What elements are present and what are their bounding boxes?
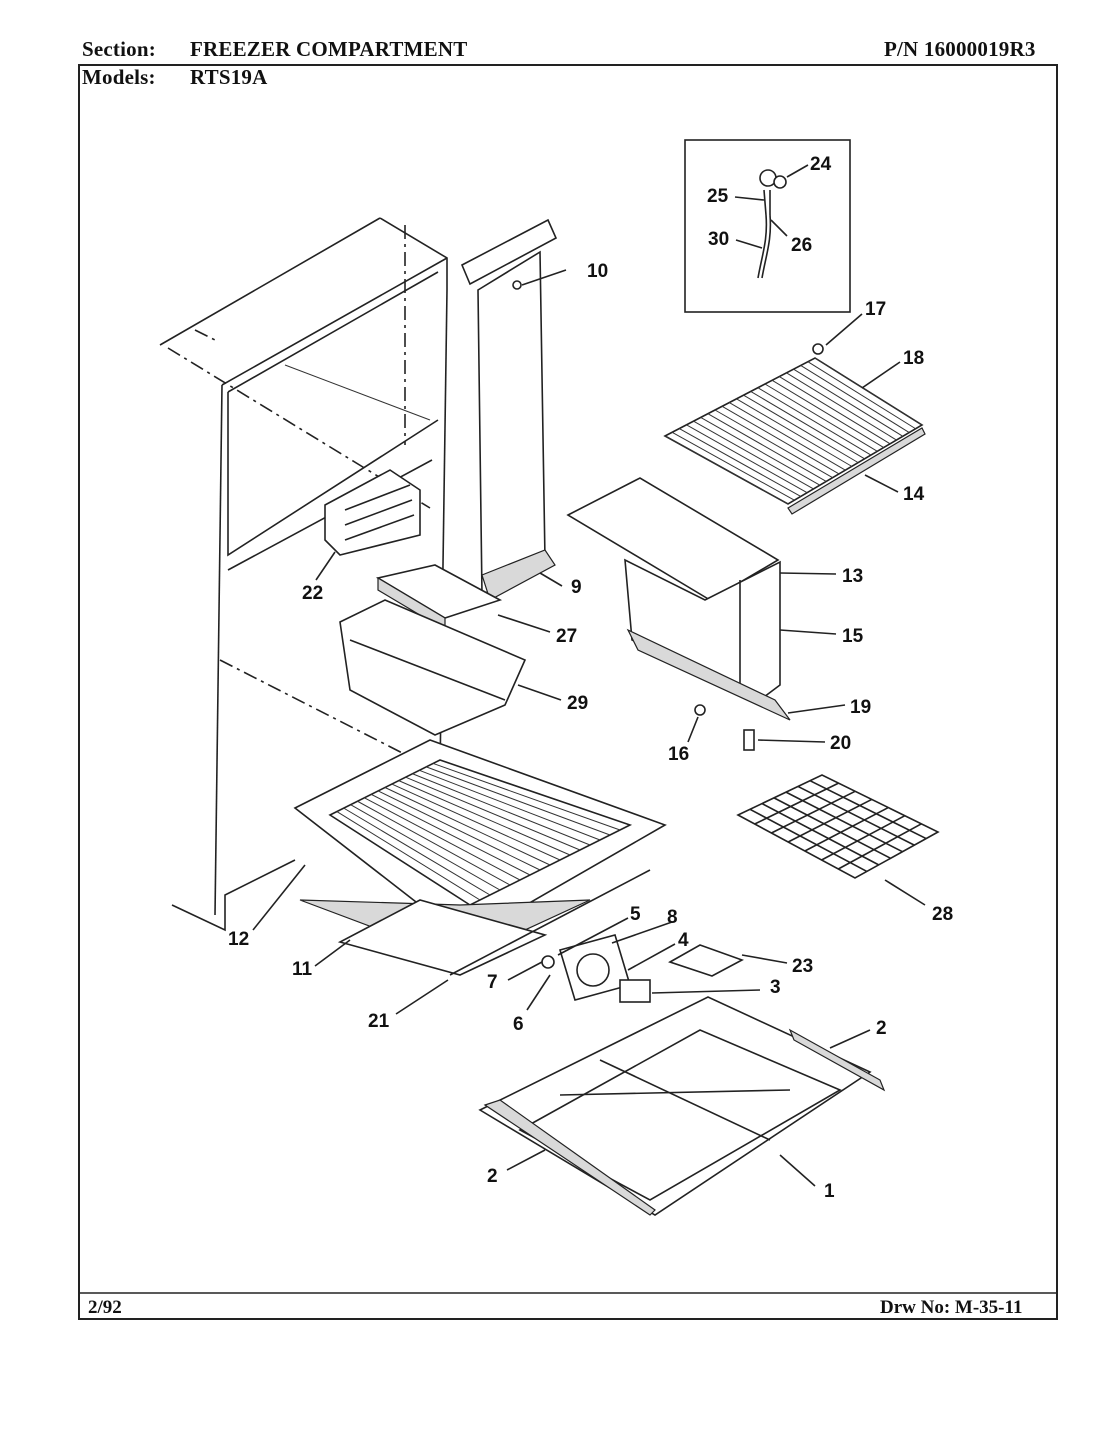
water-valve-inset: [684, 139, 851, 313]
callout-7: 7: [487, 972, 498, 993]
callout-28: 28: [932, 904, 953, 925]
section-title: FREEZER COMPARTMENT: [190, 37, 468, 61]
callout-19: 19: [850, 697, 871, 718]
footer-drawing-number: Drw No: M-35-11: [880, 1297, 1023, 1318]
footer-date: 2/92: [88, 1297, 122, 1318]
callout-14: 14: [903, 484, 925, 505]
callout-23: 23: [792, 956, 813, 977]
evaporator-fan-assembly: [541, 934, 744, 1003]
freezer-drawer-12: [293, 739, 667, 976]
callout-12: 12: [228, 929, 249, 950]
section-label: Section:: [82, 37, 156, 61]
callout-13: 13: [842, 566, 863, 587]
callout-10: 10: [587, 261, 608, 282]
leader-lines: [252, 164, 926, 1187]
callout-11: 11: [292, 959, 313, 980]
callout-27: 27: [556, 626, 577, 647]
callout-17: 17: [865, 299, 886, 320]
callout-18: 18: [903, 348, 924, 369]
bottom-pan-1: [478, 996, 886, 1216]
callout-22: 22: [302, 583, 323, 604]
callout-2-left: 2: [487, 1166, 498, 1187]
callout-numbers: 24 25 26 30 17 18 10 9 14 13 15 22 27 29…: [228, 154, 953, 1202]
callout-3: 3: [770, 977, 781, 998]
models-value: RTS19A: [190, 65, 268, 89]
callout-30: 30: [708, 229, 729, 250]
callout-1: 1: [824, 1181, 835, 1202]
callout-21: 21: [368, 1011, 390, 1032]
callout-15: 15: [842, 626, 864, 647]
callout-8: 8: [667, 907, 678, 928]
callout-2-right: 2: [876, 1018, 887, 1039]
grid-shelf-28: [736, 774, 940, 879]
part-number: P/N 16000019R3: [884, 37, 1036, 61]
callout-16: 16: [668, 744, 689, 765]
callout-9: 9: [571, 577, 582, 598]
callout-4: 4: [678, 930, 689, 951]
ice-maker-22: [324, 469, 421, 556]
callout-6: 6: [513, 1014, 524, 1035]
callout-25: 25: [707, 186, 729, 207]
callout-20: 20: [830, 733, 851, 754]
callout-24: 24: [810, 154, 832, 175]
drawing-frame: [78, 64, 1058, 1320]
air-duct-9: [460, 218, 558, 601]
ice-bin-29: [339, 599, 527, 736]
wire-shelf-18: [663, 343, 926, 515]
models-label: Models:: [82, 65, 156, 89]
callout-5: 5: [630, 904, 641, 925]
shelf-assembly-13: [566, 477, 791, 751]
callout-29: 29: [567, 693, 588, 714]
callout-26: 26: [791, 235, 812, 256]
